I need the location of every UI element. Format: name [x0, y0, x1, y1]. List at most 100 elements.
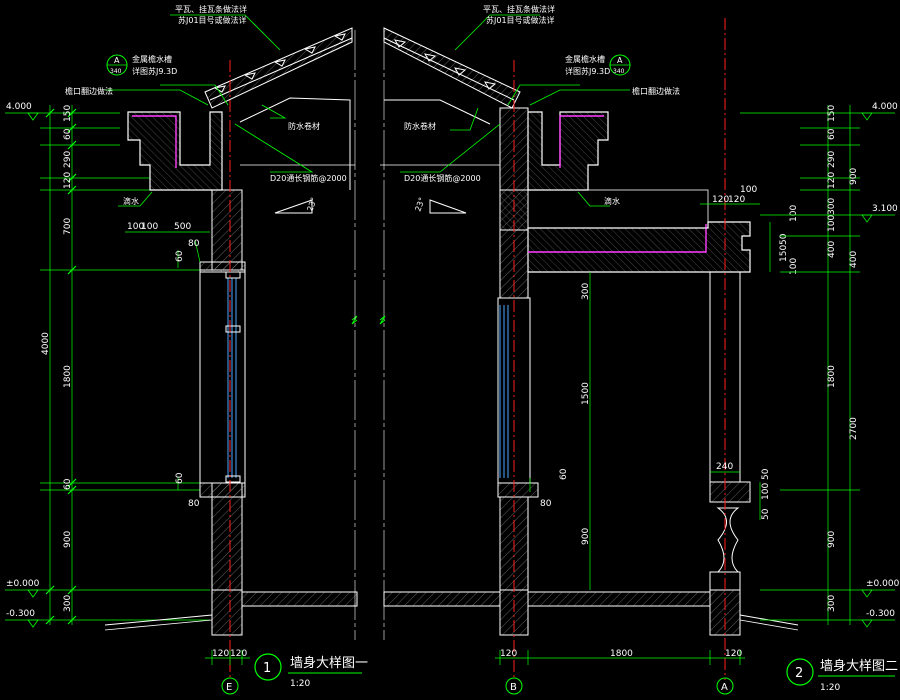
left-detail-scale: 1:20	[290, 679, 310, 689]
svg-text:150: 150	[827, 105, 837, 122]
svg-text:400: 400	[827, 241, 837, 258]
svg-text:50: 50	[761, 508, 771, 520]
right-grid-axis-b: B	[510, 682, 517, 693]
right-detail-number-circle	[786, 658, 814, 686]
svg-text:900: 900	[581, 528, 591, 545]
left-leaders	[105, 14, 314, 207]
left-dim-120: 120	[63, 172, 73, 189]
svg-text:100: 100	[127, 222, 144, 232]
left-level-exterior: -0.300	[6, 609, 35, 619]
right-grid-axis-a: A	[721, 682, 728, 693]
left-slope-symbol: 23°	[274, 196, 319, 214]
right-level-exterior: -0.300	[866, 609, 895, 619]
left-dim-700: 700	[63, 218, 73, 235]
right-level-top: 4.000	[872, 102, 898, 112]
svg-text:23°: 23°	[413, 196, 426, 212]
svg-text:340: 340	[110, 68, 122, 75]
left-note-drip: 滴水	[123, 196, 139, 206]
left-note-waterproof: 防水卷材	[288, 121, 320, 131]
left-note-coping: 檐口翻边做法	[65, 86, 113, 96]
svg-text:120: 120	[212, 649, 229, 659]
right-grid-bubble-b	[505, 677, 523, 695]
left-dim-290: 290	[63, 151, 73, 168]
svg-text:100: 100	[789, 258, 799, 275]
right-inner-dim-lines	[529, 203, 771, 590]
left-wall	[104, 27, 358, 640]
right-note-gutter: 金属檐水槽	[565, 54, 605, 64]
svg-text:120: 120	[827, 172, 837, 189]
svg-text:A: A	[114, 56, 120, 65]
left-level-ground: ±0.000	[6, 579, 40, 589]
svg-text:23°: 23°	[305, 196, 318, 212]
svg-text:100: 100	[740, 185, 757, 195]
right-detail-scale: 1:20	[820, 683, 840, 693]
svg-text:50: 50	[761, 468, 771, 480]
svg-text:60: 60	[559, 468, 569, 480]
left-dim-60b: 60	[63, 478, 73, 490]
svg-text:300: 300	[827, 198, 837, 215]
svg-text:120: 120	[230, 649, 247, 659]
left-detail-number-circle	[254, 653, 282, 681]
svg-text:340: 340	[613, 68, 625, 75]
svg-text:100: 100	[141, 222, 158, 232]
right-detail-number: 2	[795, 666, 803, 681]
right-grid-bubble-a	[716, 677, 734, 695]
svg-text:1800: 1800	[610, 649, 633, 659]
svg-text:80: 80	[188, 499, 200, 509]
left-grid-bubble	[221, 677, 239, 695]
right-bottom-dims	[495, 650, 745, 665]
svg-text:1500: 1500	[581, 382, 591, 405]
svg-text:A: A	[617, 56, 623, 65]
right-note-waterproof: 防水卷材	[404, 121, 436, 131]
right-dim-chains	[827, 105, 851, 625]
svg-text:60: 60	[827, 128, 837, 140]
left-note-rebar: D20通长钢筋@2000	[270, 173, 347, 183]
svg-text:900: 900	[827, 531, 837, 548]
svg-text:150: 150	[779, 245, 789, 262]
left-note-ridge-1: 平瓦、挂瓦条做法详	[175, 4, 247, 14]
right-column-a	[709, 271, 751, 636]
right-dim-overall: 2700	[849, 417, 859, 440]
right-level-ground: ±0.000	[866, 579, 900, 589]
right-detail-title: 墙身大样图二	[820, 658, 898, 674]
svg-text:900: 900	[849, 168, 859, 185]
svg-text:80: 80	[540, 499, 552, 509]
right-level-canopy: 3.100	[872, 204, 898, 214]
left-dim-1800: 1800	[63, 365, 73, 388]
left-dim-150: 150	[63, 105, 73, 122]
left-note-ridge-2: 苏J01目号或做法详	[178, 15, 247, 25]
svg-text:60: 60	[175, 250, 185, 262]
left-dim-300: 300	[63, 595, 73, 612]
svg-text:1800: 1800	[827, 365, 837, 388]
left-level-symbols	[27, 112, 39, 628]
svg-text:300: 300	[827, 595, 837, 612]
left-detail-number: 1	[263, 661, 271, 676]
left-note-gutter-ref: 详图苏J9.3D	[132, 66, 177, 76]
svg-text:100: 100	[827, 215, 837, 232]
svg-text:400: 400	[849, 251, 859, 268]
right-note-ridge-2: 苏J01目号或做法详	[486, 15, 555, 25]
right-gutter	[527, 111, 609, 191]
right-leaders	[400, 14, 630, 207]
left-detail: 4.000 ±0.000 -0.300 4000 150 60 290 120 …	[5, 4, 368, 695]
left-dim-chains	[45, 105, 77, 625]
svg-text:120: 120	[712, 195, 729, 205]
right-level-lines	[740, 112, 895, 628]
right-note-drip: 滴水	[604, 196, 620, 206]
svg-text:300: 300	[581, 283, 591, 300]
left-small-dims	[125, 231, 210, 490]
svg-text:290: 290	[827, 151, 837, 168]
right-note-gutter-ref: 详图苏J9.3D	[565, 66, 610, 76]
svg-text:120: 120	[500, 649, 517, 659]
left-detail-title: 墙身大样图一	[290, 655, 368, 671]
left-dim-60: 60	[63, 128, 73, 140]
svg-text:100: 100	[789, 205, 799, 222]
svg-text:120: 120	[728, 195, 745, 205]
left-level-top: 4.000	[6, 102, 32, 112]
right-note-ridge-1: 平瓦、挂瓦条做法详	[483, 4, 555, 14]
svg-text:60: 60	[175, 472, 185, 484]
left-bottom-dims	[205, 650, 250, 665]
left-note-gutter: 金属檐水槽	[132, 54, 172, 64]
left-level-lines	[5, 112, 210, 621]
left-grid-axis: E	[226, 682, 232, 693]
